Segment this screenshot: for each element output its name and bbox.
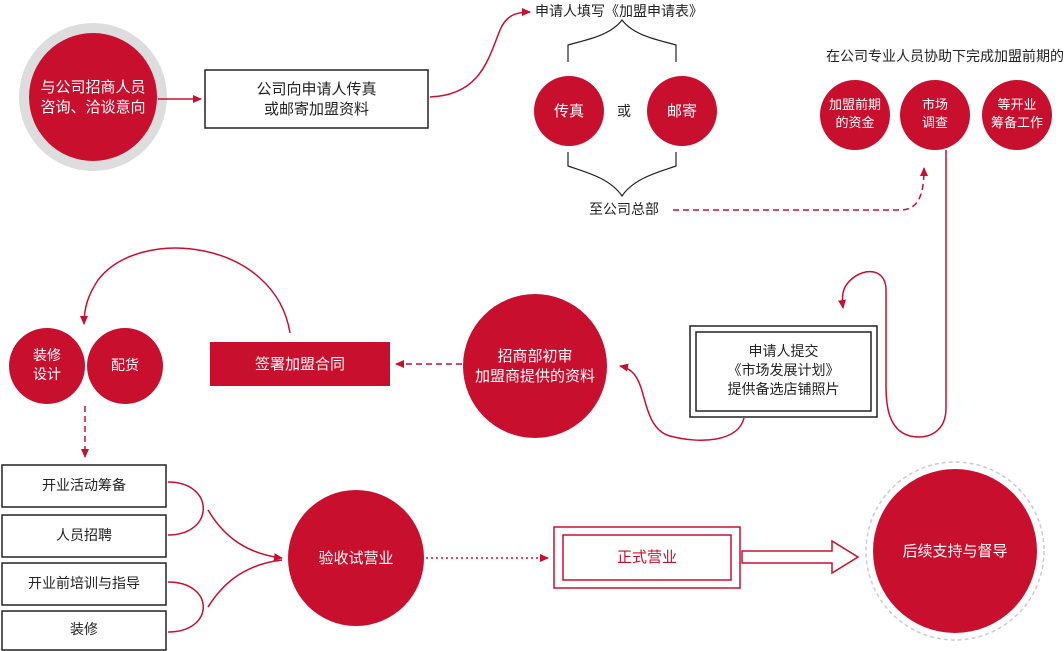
fax-circle — [534, 76, 604, 146]
fax-info-box — [204, 69, 429, 129]
review-label: 招商部初审 加盟商提供的资料 — [474, 346, 595, 385]
design-circle — [9, 328, 85, 404]
contract-label: 签署加盟合同 — [254, 354, 345, 373]
opening-prep-label: 开业活动筹备 — [42, 477, 126, 494]
training-label: 开业前培训与指导 — [28, 575, 140, 592]
design-label: 装修 设计 — [33, 348, 61, 383]
trial-circle — [288, 490, 424, 626]
opening-prep-box — [1, 464, 167, 508]
review-circle — [463, 294, 607, 438]
arrow-to-submit — [838, 150, 947, 438]
fill-form-label: 申请人填写《加盟申请表》 — [535, 3, 703, 20]
submit-box-inner — [695, 331, 872, 412]
bracket-top — [167, 481, 204, 536]
training-box — [1, 562, 167, 606]
consult-label: 与公司招商人员 咨询、洽谈意向 — [40, 77, 146, 116]
decoration-box — [1, 610, 167, 651]
contract-box — [210, 342, 390, 386]
bracket-bottom — [167, 581, 204, 633]
market-label: 市场 调查 — [921, 98, 948, 131]
arrow-contract-to-design — [80, 247, 291, 334]
formal-box-inner — [562, 534, 732, 581]
submit-box-outer — [689, 325, 878, 418]
mail-circle — [647, 76, 717, 146]
top-brace — [567, 19, 677, 62]
consult-circle — [29, 33, 157, 161]
support-circle — [873, 469, 1037, 633]
fax-label: 传真 — [553, 101, 584, 120]
arrow-submit-to-review — [619, 363, 745, 441]
recruit-label: 人员招聘 — [56, 527, 112, 544]
mail-label: 邮寄 — [666, 101, 697, 120]
or-label: 或 — [617, 103, 631, 120]
formal-label: 正式营业 — [616, 548, 677, 567]
decoration-label: 装修 — [70, 622, 98, 639]
to-hq-label: 至公司总部 — [589, 201, 659, 218]
market-circle — [900, 80, 970, 150]
delivery-label: 配货 — [111, 357, 139, 374]
recruit-box — [1, 514, 167, 558]
trial-label: 验收试营业 — [318, 548, 394, 567]
arrow-formal-to-support — [741, 539, 860, 575]
funds-label: 加盟前期 的资金 — [828, 98, 881, 131]
prep-circle — [982, 80, 1052, 150]
arrow-to-fill-form — [429, 8, 531, 98]
preliminary-title: 在公司专业人员协助下完成加盟前期的 — [826, 48, 1064, 65]
prep-label: 等开业 筹备工作 — [990, 98, 1043, 131]
fax-info-label: 公司向申请人传真 或邮寄加盟资料 — [256, 79, 377, 118]
submit-label: 申请人提交 《市场发展计划》 提供备选店铺照片 — [727, 344, 840, 398]
formal-box-outer — [553, 526, 741, 589]
arrow-bracket-bottom-to-trial — [207, 559, 283, 608]
funds-circle — [820, 80, 890, 150]
arrow-to-market — [673, 167, 928, 211]
support-label: 后续支持与督导 — [902, 541, 1008, 560]
bottom-brace — [567, 152, 677, 198]
arrow-bracket-top-to-trial — [207, 509, 283, 562]
delivery-circle — [87, 328, 163, 404]
